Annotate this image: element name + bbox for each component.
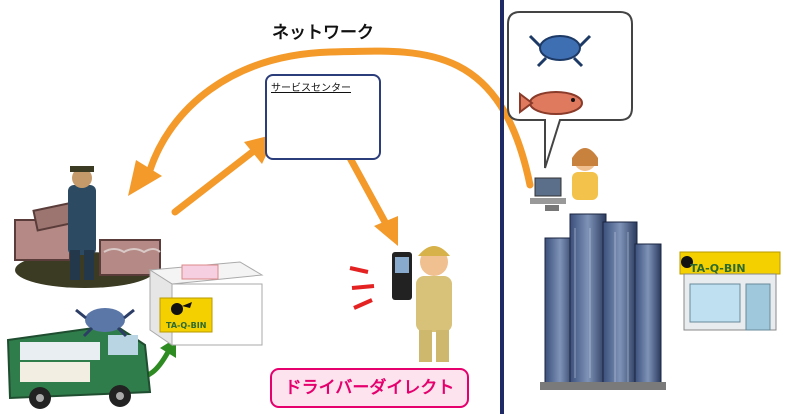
crab-icon [528, 34, 592, 68]
delivery-truck-icon [6, 323, 152, 409]
network-label: ネットワーク [272, 23, 374, 43]
driver-icon [416, 246, 452, 362]
computer-icon [530, 177, 566, 211]
network-arrow [128, 47, 534, 196]
driver-direct-label: ドライバーダイレクト [270, 368, 469, 408]
section-divider [500, 0, 504, 414]
signal-marks [349, 266, 375, 310]
package-logo-text: TA-Q-BIN [166, 321, 207, 330]
to-driver-arrow [346, 154, 398, 246]
service-center-box: サービスセンター [265, 74, 381, 160]
speech-bubble [507, 11, 633, 169]
building-icon [540, 213, 666, 390]
fish-crates-icon [103, 248, 161, 254]
handheld-terminal-icon [392, 252, 412, 300]
fisherman-icon [14, 166, 161, 288]
shop-sign-text: TA-Q-BIN [690, 262, 746, 275]
package-box-icon [148, 261, 264, 346]
service-center-title: サービスセンター [271, 83, 351, 94]
shop-icon [679, 251, 781, 331]
customer-icon [572, 148, 598, 200]
to-service-arrow [171, 134, 276, 216]
crab-icon [75, 308, 135, 338]
fish-icon [519, 91, 583, 115]
